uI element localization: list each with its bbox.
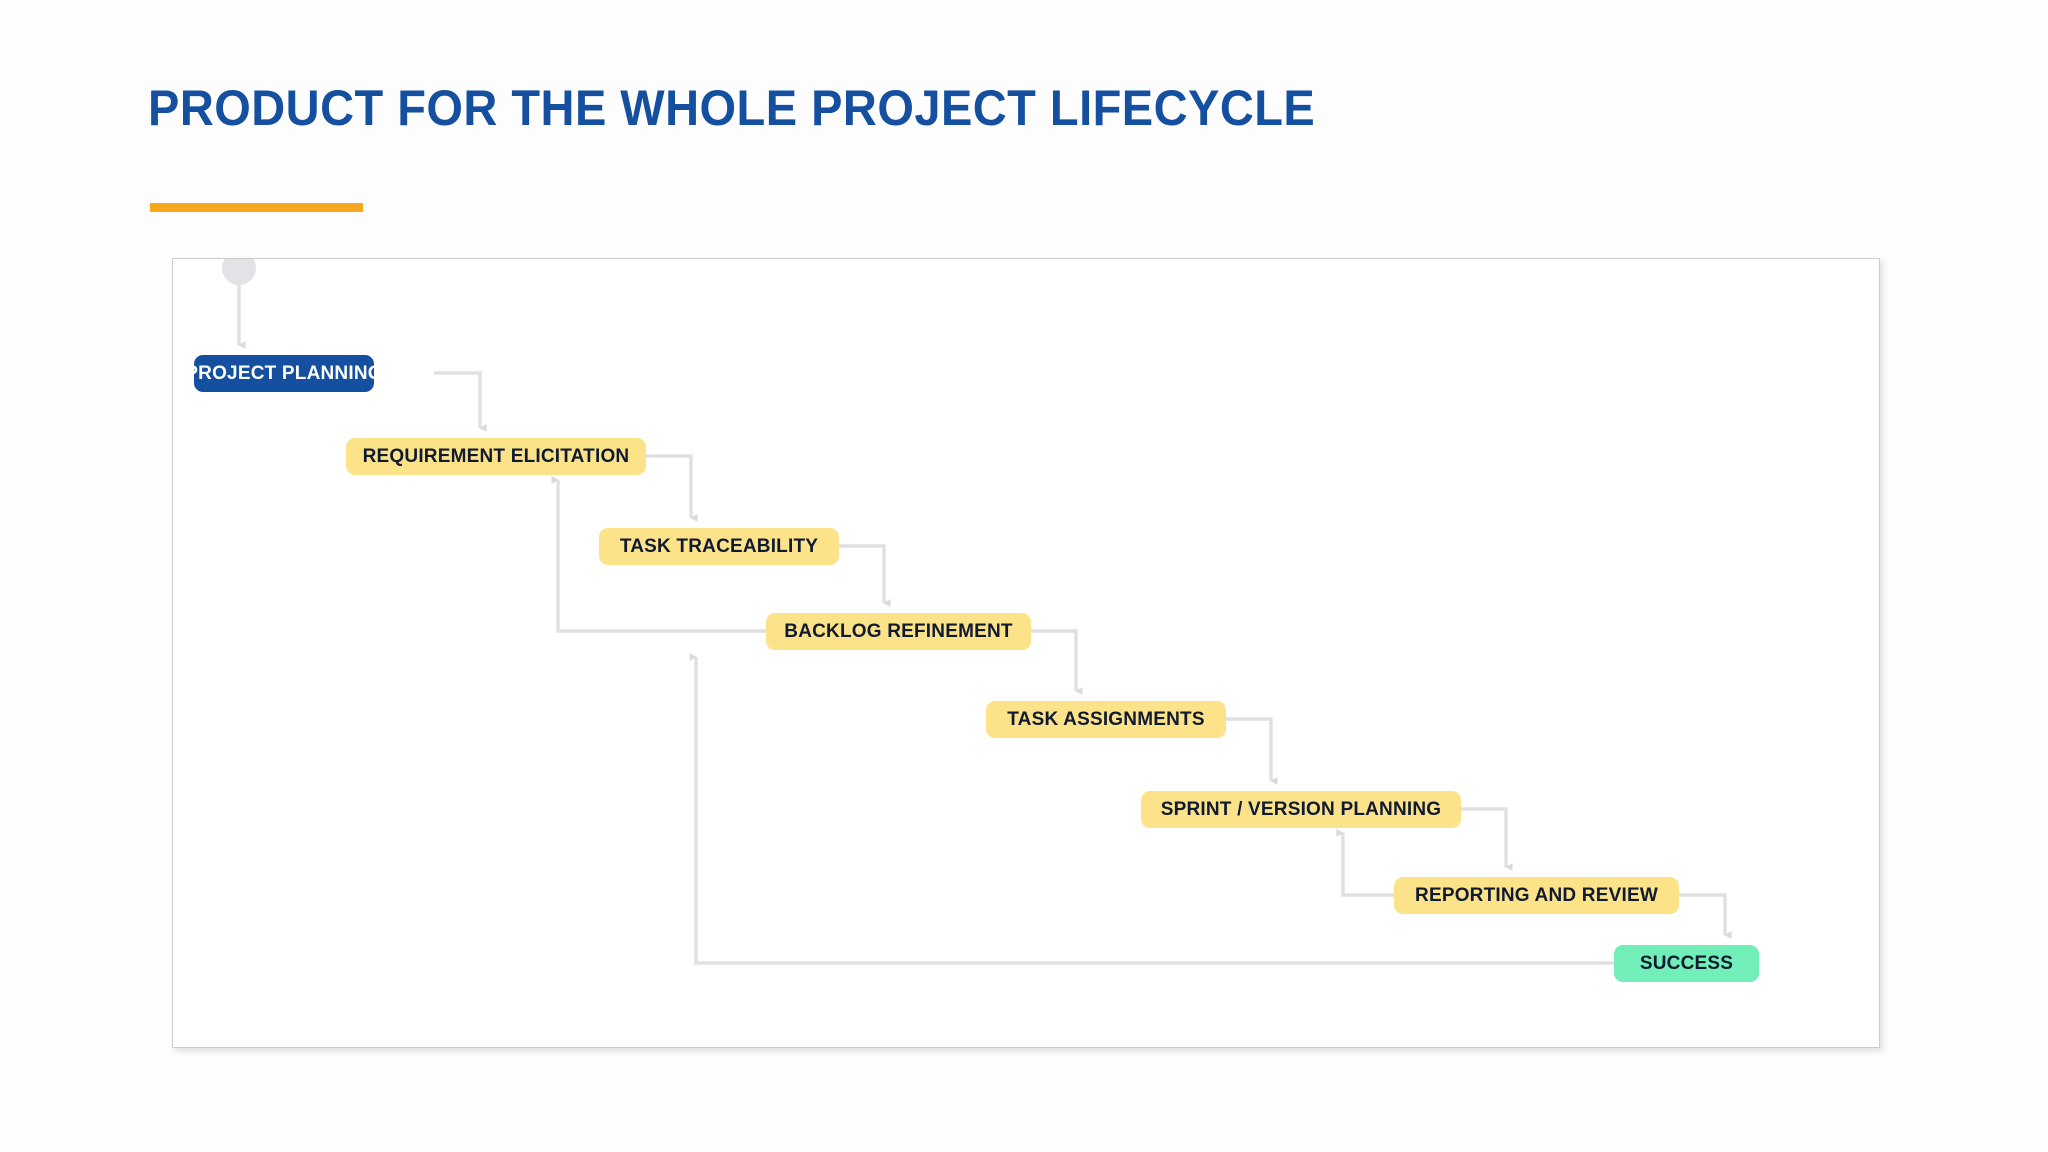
flowchart-canvas: PROJECT PLANNING REQUIREMENT ELICITATION… — [173, 259, 1879, 1047]
flow-start-dot — [222, 259, 256, 285]
edge-task-assignments-to-sprint-version-planning — [1226, 717, 1278, 785]
title-accent-rule — [150, 203, 363, 212]
edge-reporting-and-review-to-sprint-version-planning — [1336, 829, 1394, 897]
node-label: SUCCESS — [1639, 952, 1734, 974]
node-task-assignments[interactable]: TASK ASSIGNMENTS — [986, 701, 1226, 738]
node-sprint-version-planning[interactable]: SPRINT / VERSION PLANNING — [1141, 791, 1461, 828]
node-label: TASK ASSIGNMENTS — [1007, 708, 1205, 730]
edge-sprint-version-planning-to-reporting-and-review — [1461, 807, 1513, 871]
node-backlog-refinement[interactable]: BACKLOG REFINEMENT — [766, 613, 1031, 650]
node-success[interactable]: SUCCESS — [1614, 945, 1759, 982]
edge-success-to-backlog-refinement — [689, 653, 1686, 965]
edge-requirement-elicitation-to-task-traceability — [646, 454, 698, 522]
edge-project-planning-to-requirement-elicitation — [434, 371, 487, 432]
node-label: REQUIREMENT ELICITATION — [362, 445, 630, 467]
edge-backlog-refinement-to-requirement-elicitation — [551, 476, 766, 633]
edge-backlog-refinement-to-task-assignments — [1031, 629, 1083, 695]
node-requirement-elicitation[interactable]: REQUIREMENT ELICITATION — [346, 438, 646, 475]
node-label: TASK TRACEABILITY — [619, 535, 819, 557]
node-project-planning[interactable]: PROJECT PLANNING — [185, 355, 383, 392]
node-label: PROJECT PLANNING — [185, 362, 383, 384]
node-label: BACKLOG REFINEMENT — [784, 620, 1013, 642]
page-title: PRODUCT FOR THE WHOLE PROJECT LIFECYCLE — [148, 80, 1316, 136]
node-reporting-and-review[interactable]: REPORTING AND REVIEW — [1394, 877, 1679, 914]
edge-task-traceability-to-backlog-refinement — [839, 544, 891, 607]
node-label: REPORTING AND REVIEW — [1415, 884, 1658, 906]
node-task-traceability[interactable]: TASK TRACEABILITY — [599, 528, 839, 565]
connector-layer — [237, 285, 1732, 965]
diagram-frame: PROJECT PLANNING REQUIREMENT ELICITATION… — [172, 258, 1880, 1048]
edge-reporting-and-review-to-success — [1679, 893, 1732, 939]
node-label: SPRINT / VERSION PLANNING — [1160, 798, 1442, 820]
